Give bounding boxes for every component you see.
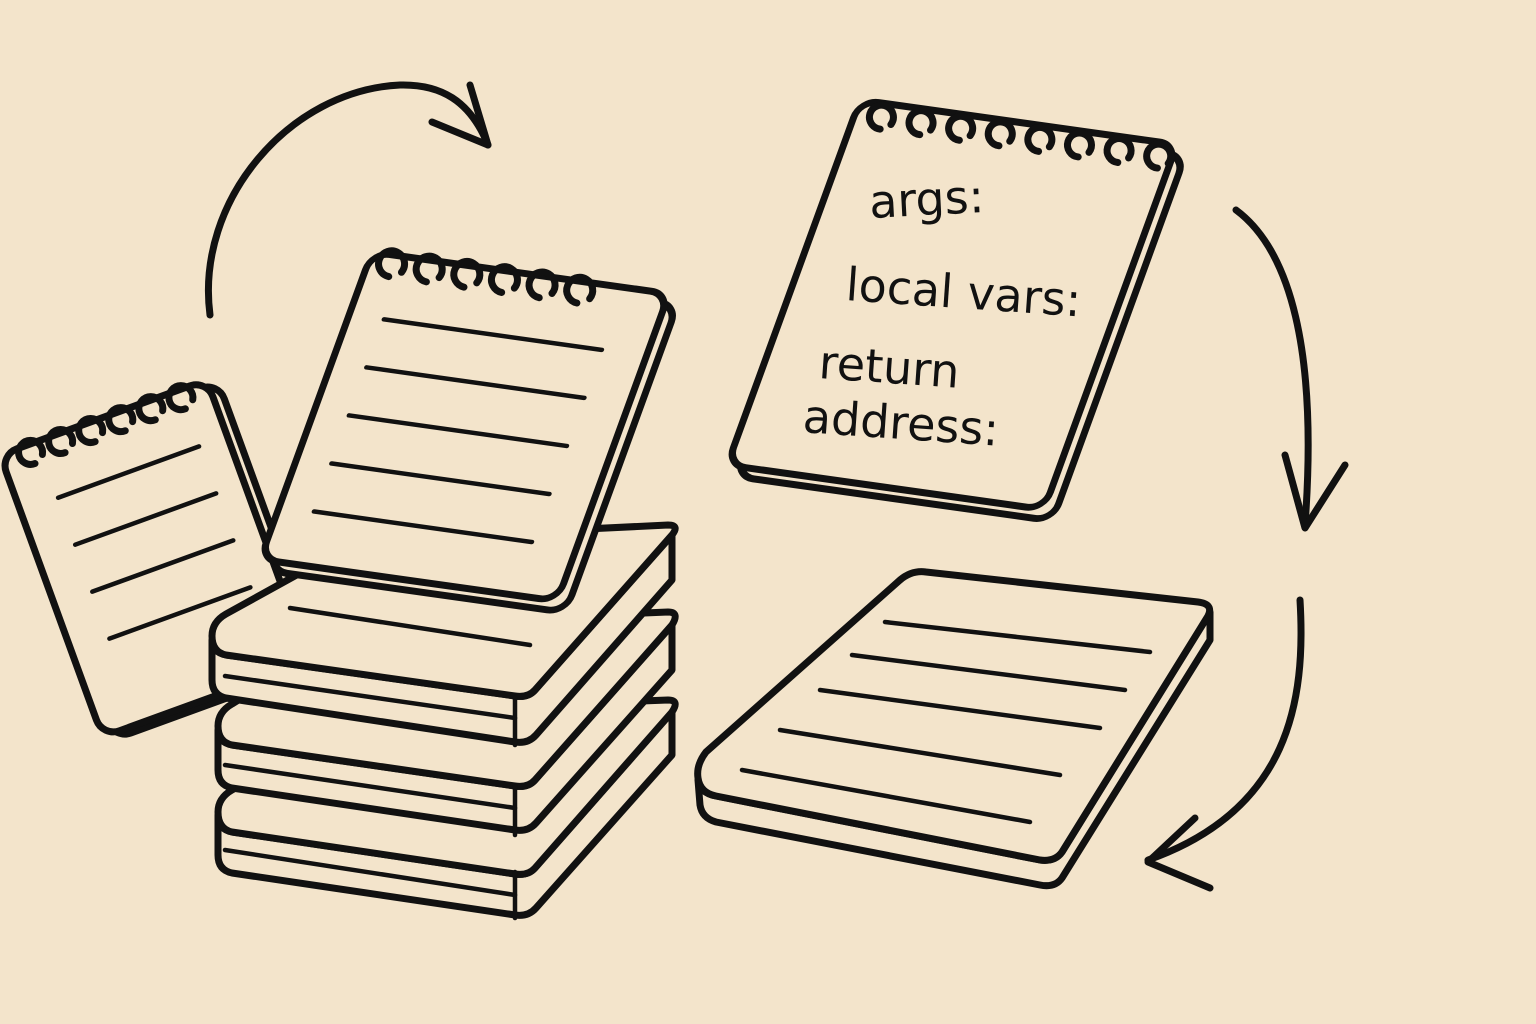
labeled-stack-frame-notepad (728, 98, 1184, 522)
label-args: args: (868, 169, 986, 229)
popped-pad (694, 568, 1214, 890)
stack-of-pads (208, 521, 679, 921)
pop-arrow-lower-icon (1144, 596, 1305, 892)
pop-arrow-upper-icon (1232, 206, 1349, 532)
spiral-binding-icon (865, 101, 1175, 172)
stack-frame-labels: args: local vars: return address: (801, 169, 1083, 457)
push-arrow-icon (205, 81, 492, 319)
label-return: return (817, 335, 961, 399)
spiral-binding-icon (15, 382, 197, 468)
spiral-binding-icon (375, 247, 597, 307)
notepad-being-pushed (261, 247, 676, 614)
